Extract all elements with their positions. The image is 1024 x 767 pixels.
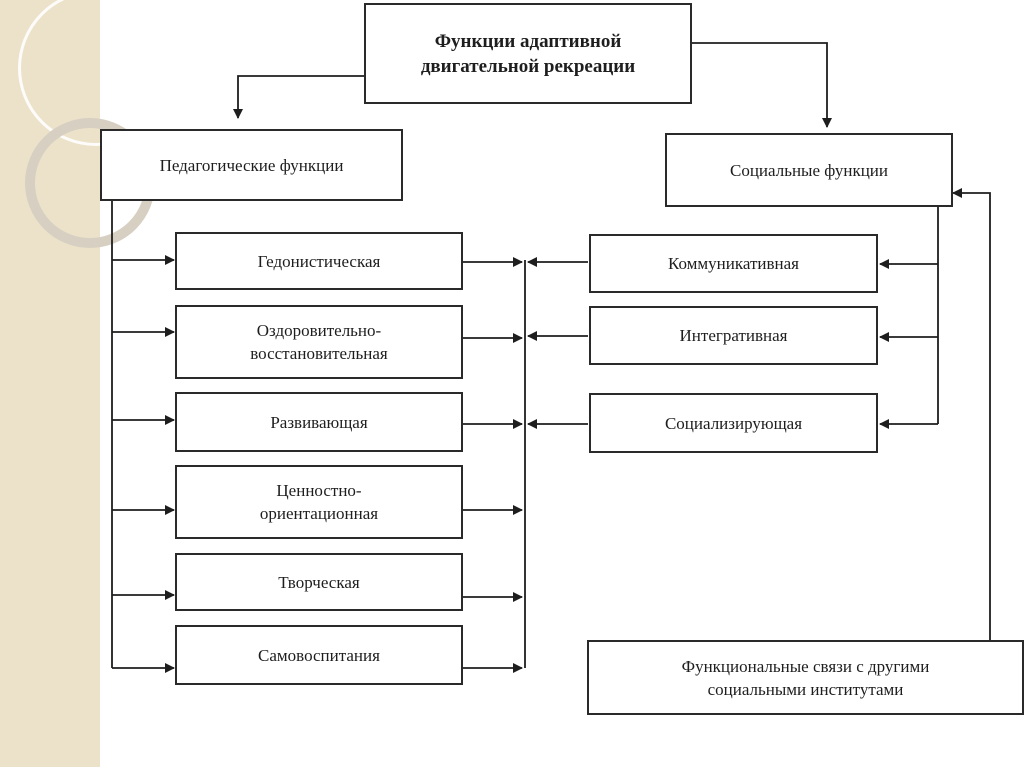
- pedagogical-item: Гедонистическая: [175, 232, 463, 290]
- social-item: Коммуникативная: [589, 234, 878, 293]
- pedagogical-item-label: Творческая: [278, 572, 360, 592]
- external-links-label: Функциональные связи с другими социальны…: [681, 656, 930, 699]
- pedagogical-item: Оздоровительно- восстановительная: [175, 305, 463, 379]
- pedagogical-item-label: Оздоровительно- восстановительная: [250, 321, 388, 363]
- root-label: Функции адаптивной двигательной рекреаци…: [420, 30, 636, 77]
- pedagogical-item: Ценностно- ориентационная: [175, 465, 463, 539]
- pedagogical-item-label: Самовоспитания: [258, 645, 380, 665]
- pedagogical-item-label: Ценностно- ориентационная: [259, 481, 379, 523]
- pedagogical-item-label: Гедонистическая: [257, 251, 381, 271]
- social-functions-box: Социальные функции: [665, 133, 953, 207]
- social-functions-label: Социальные функции: [729, 160, 889, 180]
- social-item-label: Социализирующая: [664, 413, 803, 433]
- pedagogical-item: Творческая: [175, 553, 463, 611]
- social-item-label: Коммуникативная: [667, 254, 799, 273]
- social-item: Интегративная: [589, 306, 878, 365]
- social-item-label: Интегративная: [679, 326, 788, 345]
- root-box: Функции адаптивной двигательной рекреаци…: [364, 3, 692, 104]
- social-item: Социализирующая: [589, 393, 878, 453]
- pedagogical-item-label: Развивающая: [270, 412, 368, 432]
- pedagogical-functions-label: Педагогические функции: [159, 155, 344, 175]
- pedagogical-functions-box: Педагогические функции: [100, 129, 403, 201]
- pedagogical-item: Развивающая: [175, 392, 463, 452]
- external-links-box: Функциональные связи с другими социальны…: [587, 640, 1024, 715]
- arrow-links-to-social: [952, 188, 991, 640]
- pedagogical-item: Самовоспитания: [175, 625, 463, 685]
- bottom-strip: [100, 715, 1024, 767]
- arrow-root-to-social: [692, 42, 832, 128]
- arrow-root-to-pedagogical: [233, 75, 364, 119]
